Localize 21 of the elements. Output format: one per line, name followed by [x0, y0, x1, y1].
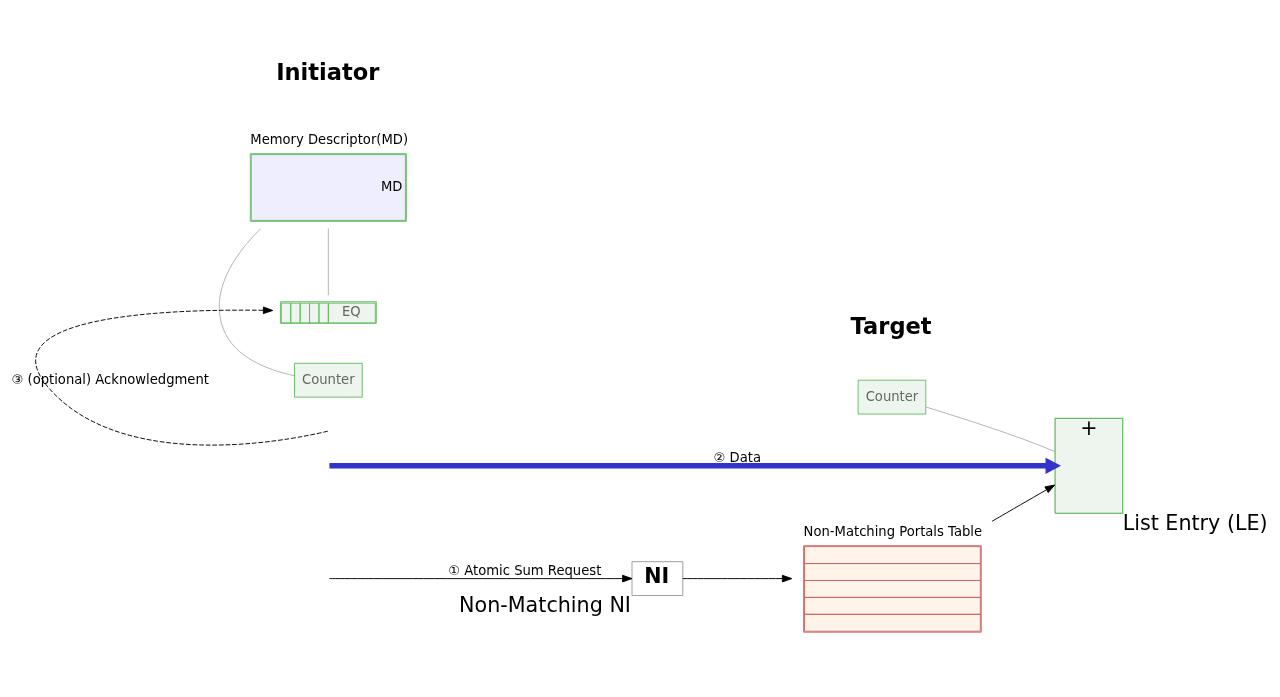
- node-box: Counter: [857, 379, 927, 415]
- node-box: NI: [631, 561, 684, 596]
- arrow: [682, 574, 793, 583]
- arrow: [991, 484, 1056, 522]
- label: Initiator: [276, 58, 380, 85]
- arrow: [328, 574, 633, 583]
- node-label: List Entry (LE): [1122, 510, 1268, 535]
- node-label: Memory Descriptor(MD): [250, 132, 409, 148]
- edge-label: ② Data: [713, 450, 761, 466]
- arrow: [329, 457, 1061, 474]
- edge-label: ① Atomic Sum Request: [448, 563, 602, 579]
- node-label: Non-Matching NI: [459, 593, 631, 618]
- arrow: [35, 306, 329, 446]
- node-box: Counter: [294, 362, 363, 398]
- edge-label: ③ (optional) Acknowledgment: [11, 371, 209, 387]
- node-box: +: [1054, 417, 1124, 514]
- connector: [925, 406, 1056, 453]
- node-label: Non-Matching Portals Table: [803, 524, 983, 540]
- label: Target: [850, 313, 932, 340]
- connector: [218, 228, 295, 377]
- connector: [327, 227, 329, 296]
